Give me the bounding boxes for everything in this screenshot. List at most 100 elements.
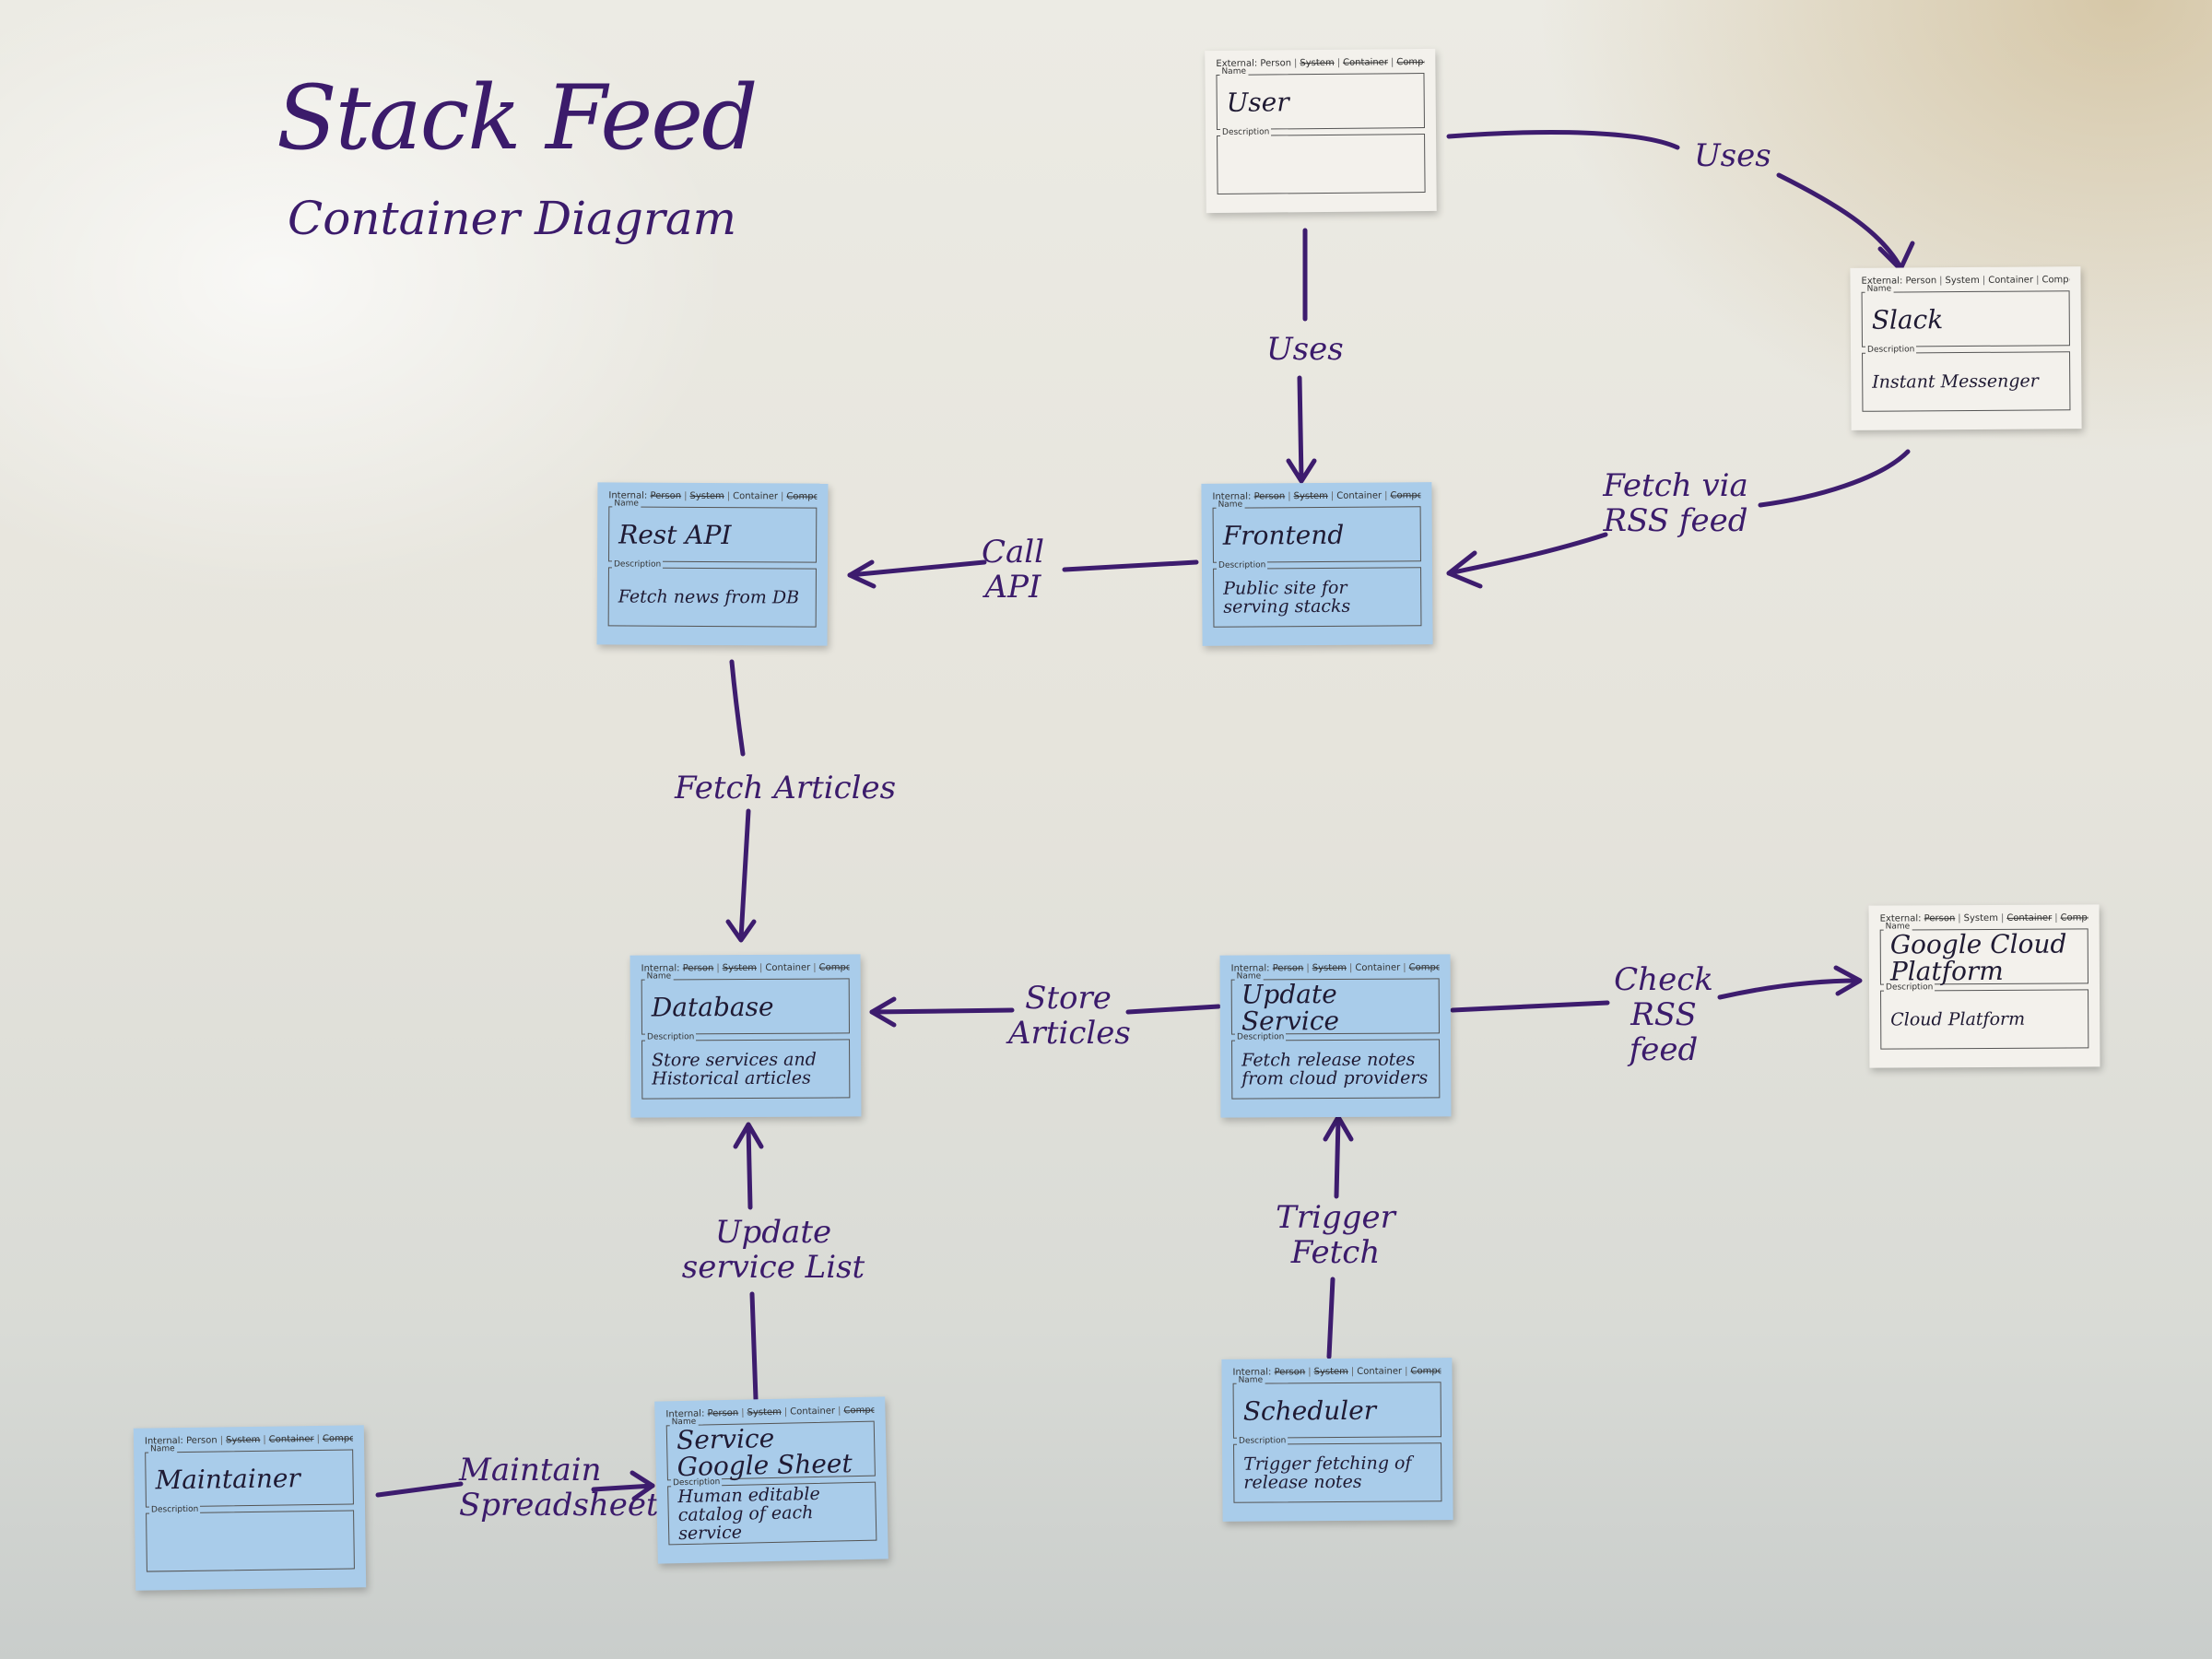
header-separator: | bbox=[1403, 962, 1406, 973]
note-type-option: Container bbox=[1336, 490, 1382, 501]
arrowhead-restapi-database bbox=[725, 919, 757, 943]
node-description: Store services and Historical articles bbox=[652, 1049, 817, 1089]
header-separator: | bbox=[2054, 912, 2058, 924]
node-update-service[interactable]: Internal: Person|System|Container|Compon… bbox=[1219, 954, 1452, 1118]
name-label: Name bbox=[1219, 66, 1249, 76]
description-label: Description bbox=[1219, 127, 1272, 137]
note-type-option: System bbox=[1312, 962, 1347, 974]
arrowhead-update-gcp bbox=[1833, 965, 1863, 996]
edge-label-update-database: Store Articles bbox=[1008, 980, 1131, 1052]
description-label: Description bbox=[1883, 982, 1936, 993]
node-maintainer[interactable]: Internal: Person|System|Container|Compon… bbox=[133, 1425, 367, 1591]
edge-user-slack-2 bbox=[1776, 172, 1903, 270]
node-user[interactable]: External: Person|System|Container|Compon… bbox=[1205, 48, 1437, 214]
note-type-option: Component bbox=[2041, 275, 2070, 286]
arrowhead-update-database bbox=[869, 996, 897, 1028]
description-label: Description bbox=[1234, 1032, 1287, 1042]
header-separator: | bbox=[1308, 1367, 1312, 1378]
note-type-option: System bbox=[225, 1434, 261, 1446]
name-label: Name bbox=[1865, 284, 1894, 294]
header-separator: | bbox=[813, 962, 817, 973]
node-google-cloud-platform[interactable]: External: Person|System|Container|Compon… bbox=[1868, 904, 2100, 1068]
edge-scheduler-update bbox=[1326, 1277, 1335, 1359]
node-description: Trigger fetching of release notes bbox=[1243, 1453, 1412, 1493]
node-description: Human editable catalog of each service bbox=[677, 1483, 820, 1545]
edge-user-slack bbox=[1446, 130, 1680, 150]
name-label: Name bbox=[1236, 1375, 1265, 1385]
name-label: Name bbox=[644, 971, 674, 982]
note-type-option: Person bbox=[1274, 1367, 1306, 1378]
header-separator: | bbox=[263, 1434, 266, 1445]
edge-label-scheduler-update: Trigger Fetch bbox=[1276, 1199, 1395, 1271]
header-separator: | bbox=[1384, 490, 1388, 501]
note-type-option: Container bbox=[1355, 962, 1401, 973]
header-separator: | bbox=[783, 1406, 788, 1418]
node-name: Scheduler bbox=[1242, 1395, 1377, 1428]
header-separator: | bbox=[1982, 275, 1986, 286]
note-type-option: Container bbox=[1357, 1366, 1403, 1377]
arrowhead-sheet-database bbox=[733, 1122, 764, 1149]
node-service-google-sheet[interactable]: Internal: Person|System|Container|Compon… bbox=[654, 1396, 888, 1564]
edge-label-update-gcp: Check RSS feed bbox=[1614, 961, 1713, 1068]
header-separator: | bbox=[780, 491, 784, 502]
edge-label-user-frontend: Uses bbox=[1266, 331, 1344, 368]
note-type-option: Person bbox=[650, 490, 682, 501]
note-type-option: Container bbox=[1343, 57, 1388, 68]
edge-sheet-database-2 bbox=[746, 1124, 753, 1210]
node-database[interactable]: Internal: Person|System|Container|Compon… bbox=[629, 954, 862, 1118]
edge-label-slack-frontend: Fetch via RSS feed bbox=[1603, 467, 1748, 539]
header-separator: | bbox=[316, 1433, 321, 1444]
node-description: Instant Messenger bbox=[1872, 371, 2039, 393]
note-type-option: Person bbox=[1253, 491, 1286, 502]
header-separator: | bbox=[1288, 491, 1291, 502]
node-name: Maintainer bbox=[155, 1463, 301, 1496]
node-name: Database bbox=[651, 992, 774, 1023]
note-type-option: Container bbox=[1988, 275, 2034, 286]
node-name: Rest API bbox=[618, 519, 732, 551]
note-type-option: System bbox=[1300, 57, 1335, 69]
description-label: Description bbox=[1236, 1436, 1288, 1446]
description-label: Description bbox=[1865, 345, 1917, 355]
description-label: Description bbox=[611, 559, 664, 570]
note-type-option: Person bbox=[707, 1407, 739, 1419]
node-scheduler[interactable]: Internal: Person|System|Container|Compon… bbox=[1221, 1358, 1453, 1522]
node-description bbox=[156, 1517, 348, 1568]
note-description-field: Description bbox=[146, 1504, 355, 1572]
note-type-option: System bbox=[1945, 275, 1980, 287]
note-type-option: Component bbox=[1390, 490, 1421, 501]
edge-restapi-database bbox=[729, 659, 746, 757]
edge-maintainer-sheet bbox=[375, 1481, 464, 1498]
node-description: Fetch news from DB bbox=[618, 586, 800, 608]
header-separator: | bbox=[716, 963, 720, 974]
header-separator: | bbox=[1958, 913, 1961, 924]
note-type-option: Component bbox=[1410, 1366, 1441, 1377]
header-separator: | bbox=[1336, 57, 1341, 68]
arrowhead-user-frontend bbox=[1286, 458, 1317, 484]
note-type-option: Component bbox=[1408, 962, 1440, 973]
note-type-option: Component bbox=[1396, 56, 1425, 68]
node-description: Public site for serving stacks bbox=[1223, 577, 1351, 618]
header-separator: | bbox=[1350, 1366, 1355, 1377]
edge-scheduler-update-2 bbox=[1334, 1116, 1341, 1199]
note-type-option: System bbox=[722, 962, 758, 974]
node-slack[interactable]: External: Person|System|Container|Compon… bbox=[1850, 266, 2082, 430]
node-rest-api[interactable]: Internal: Person|System|Container|Compon… bbox=[596, 482, 829, 646]
header-separator: | bbox=[1939, 276, 1943, 287]
node-frontend[interactable]: Internal: Person|System|Container|Compon… bbox=[1201, 482, 1433, 646]
header-separator: | bbox=[684, 490, 688, 501]
